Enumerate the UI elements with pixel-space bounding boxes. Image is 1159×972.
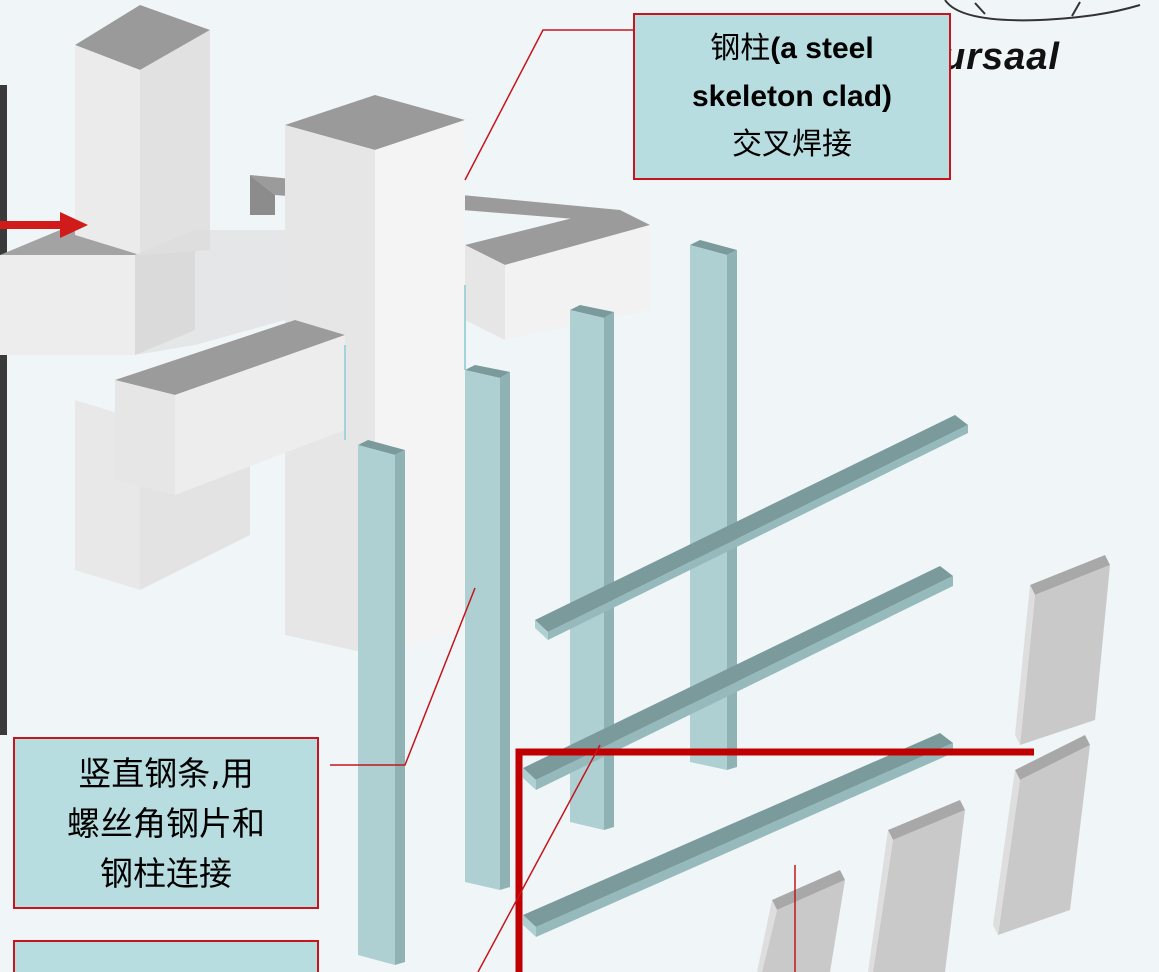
steel-column-callout-line3: 交叉焊接: [732, 126, 852, 162]
arrow-icon: [0, 212, 88, 238]
vertical-bars-callout-line1: 竖直钢条,用: [78, 754, 254, 793]
bottom-callout: [13, 940, 319, 972]
steel-column-callout: 钢柱(a steel skeleton clad) 交叉焊接: [633, 13, 951, 180]
concrete-cross-structure: [0, 5, 650, 655]
left-edge-strip: [0, 85, 7, 735]
kursaal-logo-text: ursaal: [942, 36, 1060, 78]
highlight-frame: [515, 748, 1034, 972]
leader-lines: [330, 29, 796, 972]
vertical-steel-bars: [358, 240, 737, 965]
vertical-bars-callout-line2: 螺丝角钢片和: [67, 804, 265, 843]
diagonal-steel-rails: [523, 415, 968, 937]
connector-lines: [344, 285, 466, 440]
cladding-panels: [757, 555, 1110, 972]
steel-column-cn-label: 钢柱: [710, 30, 771, 66]
steel-column-callout-line1: 钢柱(a steel: [635, 25, 949, 73]
vertical-bars-callout-line3: 钢柱连接: [100, 854, 232, 893]
kursaal-logo: [944, 0, 1141, 22]
vertical-bars-callout: 竖直钢条,用 螺丝角钢片和 钢柱连接: [13, 737, 319, 909]
steel-column-callout-line2: skeleton clad): [691, 79, 893, 113]
steel-column-en-label: (a steel: [770, 31, 874, 65]
